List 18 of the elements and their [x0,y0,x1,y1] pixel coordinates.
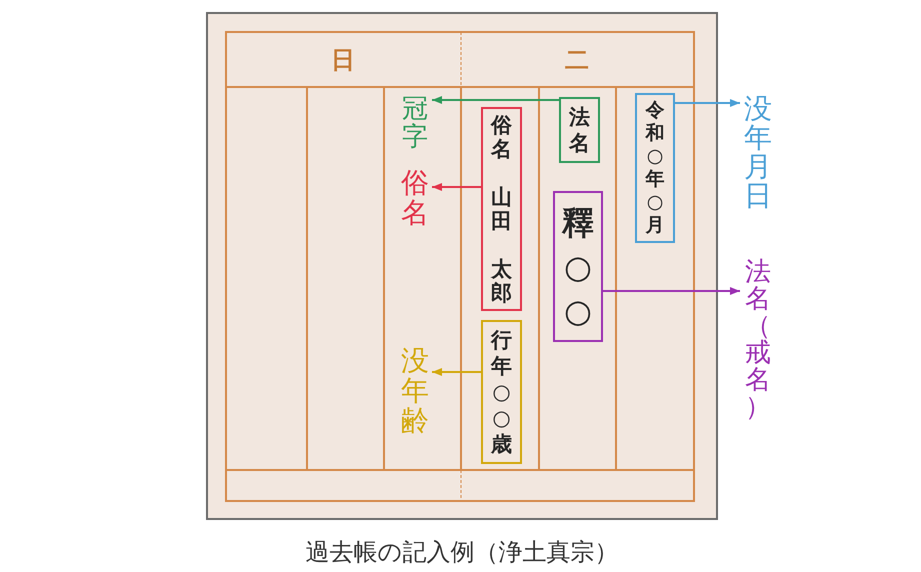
highlighted-entry: 行年○○歳 [481,320,522,464]
leader-arrow [432,368,481,376]
callout-label: 法名（戒名） [740,255,776,425]
day-heading: 日 [331,46,355,74]
highlighted-entry: 俗名 山田 太郎 [481,107,522,311]
leader-arrow [675,99,740,107]
callout-label: 冠字 [398,92,432,154]
callout-label: 没年齢 [398,343,432,439]
day-heading: 二 [565,46,589,74]
leader-arrow [432,183,481,191]
leader-arrow [603,287,740,295]
callout-label: 没年月日 [740,90,776,214]
callout-label: 俗名 [398,165,432,231]
highlighted-entry: 令和○年○月 [635,93,675,243]
caption: 過去帳の記入例（浄土真宗） [306,537,618,567]
highlighted-entry: 法名 [559,97,600,163]
leader-arrow [432,96,559,104]
highlighted-entry: 釋○○ [553,191,603,342]
